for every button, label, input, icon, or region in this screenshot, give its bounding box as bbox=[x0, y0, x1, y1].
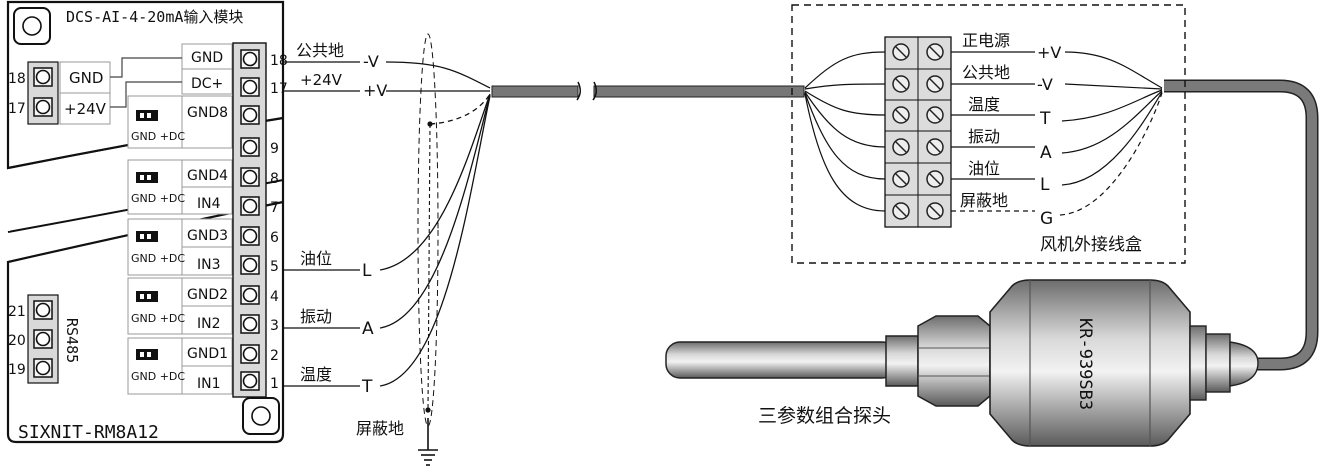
jbox-row-code: L bbox=[1040, 175, 1050, 195]
terminal-number: 8 bbox=[270, 171, 279, 187]
wire-name: 油位 bbox=[300, 249, 332, 268]
shield-node bbox=[425, 407, 431, 413]
terminal-number: 9 bbox=[270, 141, 279, 157]
jbox-row-code: T bbox=[1039, 109, 1051, 129]
jbox-row-name: 正电源 bbox=[962, 31, 1010, 50]
terminal-number: 17 bbox=[270, 81, 288, 97]
ground-symbol-icon bbox=[418, 418, 438, 466]
rs485-terminal-number: 19 bbox=[8, 362, 26, 378]
power-24v-label: +24V bbox=[64, 100, 107, 118]
channel-gnd-label: GND8 bbox=[187, 105, 228, 121]
terminal-number: 18 bbox=[270, 53, 288, 69]
probe-rod bbox=[665, 341, 897, 379]
jbox-row-name: 公共地 bbox=[962, 63, 1010, 82]
terminal-number: 3 bbox=[270, 318, 279, 334]
wire-code: A bbox=[362, 319, 374, 339]
power-terminal-block: 18 17 GND +24V bbox=[8, 61, 111, 125]
wire-code: L bbox=[362, 261, 372, 281]
wire-code: -V bbox=[363, 52, 379, 71]
jumper-label: GND +DC bbox=[131, 130, 185, 143]
junction-box: 正电源 +V 公共地 -V 温度 T 振动 A 油位 L 屏蔽地 G 风机外接线… bbox=[791, 4, 1186, 264]
jumper-label: GND +DC bbox=[131, 192, 185, 205]
power-gnd-label: GND bbox=[69, 69, 103, 87]
jumper-label: GND +DC bbox=[131, 312, 185, 325]
jbox-row-code: G bbox=[1040, 209, 1053, 229]
combination-probe: KR-939SB3 三参数组合探头 bbox=[665, 279, 1259, 447]
jumper-label: GND +DC bbox=[131, 370, 185, 383]
jbox-row-name: 温度 bbox=[968, 95, 1000, 114]
wire-code: T bbox=[361, 377, 373, 397]
probe-body bbox=[989, 279, 1191, 447]
jbox-row-code: +V bbox=[1037, 43, 1061, 62]
jbox-row-name: 振动 bbox=[968, 127, 1000, 146]
mid-gnd-label: GND bbox=[191, 50, 223, 66]
mid-dc-plus-label: DC+ bbox=[191, 76, 223, 92]
jbox-row-code: -V bbox=[1037, 75, 1053, 94]
terminal-number: 5 bbox=[270, 259, 279, 275]
rs485-terminal-block: 21 20 19 RS485 bbox=[8, 294, 81, 384]
wire-code: +V bbox=[363, 81, 387, 100]
terminal-number: 2 bbox=[270, 348, 279, 364]
probe-label: 三参数组合探头 bbox=[758, 405, 891, 427]
wire-name: +24V bbox=[300, 71, 343, 89]
field-wire-labels: 公共地 -V +24V +V 油位 L 振动 A 温度 T 屏蔽地 bbox=[296, 41, 404, 438]
module-label-column: GND DC+ bbox=[110, 43, 233, 108]
jumper-label: GND +DC bbox=[131, 252, 185, 265]
rs485-terminal-number: 20 bbox=[8, 333, 26, 349]
channel-group-8: GND +DC GND8 bbox=[127, 95, 233, 149]
channel-in-label: IN3 bbox=[197, 257, 221, 273]
jbox-row-name: 屏蔽地 bbox=[960, 191, 1008, 210]
channel-group-2: GND +DC GND2 IN2 bbox=[127, 277, 233, 335]
field-wires-left bbox=[283, 33, 491, 427]
module-title: DCS-AI-4-20mA输入模块 bbox=[66, 8, 243, 26]
probe-hex-nut bbox=[917, 315, 991, 407]
wire-name: 公共地 bbox=[296, 41, 344, 60]
channel-gnd-label: GND1 bbox=[187, 346, 228, 362]
channel-group-4: GND +DC GND4 IN4 bbox=[127, 159, 233, 215]
rs485-terminal-number: 21 bbox=[8, 304, 26, 320]
junction-box-title: 风机外接线盒 bbox=[1040, 235, 1142, 255]
power-terminal-number-17: 17 bbox=[8, 101, 26, 117]
power-terminal-number-18: 18 bbox=[8, 71, 26, 87]
probe-model: KR-939SB3 bbox=[1075, 318, 1095, 410]
terminal-number: 6 bbox=[270, 230, 279, 246]
terminal-number: 4 bbox=[270, 289, 279, 305]
channel-in-label: IN2 bbox=[197, 316, 221, 332]
channel-gnd-label: GND4 bbox=[187, 168, 228, 184]
jbox-row-code: A bbox=[1040, 143, 1052, 163]
channel-gnd-label: GND2 bbox=[187, 287, 228, 303]
channel-group-1: GND +DC GND1 IN1 bbox=[127, 337, 233, 395]
main-cable bbox=[491, 79, 1319, 371]
terminal-number: 1 bbox=[270, 376, 279, 392]
terminal-number: 7 bbox=[270, 200, 279, 216]
wire-name: 温度 bbox=[300, 365, 332, 384]
module-model: SIXNIT-RM8A12 bbox=[18, 422, 159, 443]
channel-group-3: GND +DC GND3 IN3 bbox=[127, 218, 233, 276]
jbox-row-name: 油位 bbox=[968, 159, 1000, 178]
rs485-label: RS485 bbox=[63, 318, 81, 363]
shield-ground-label: 屏蔽地 bbox=[356, 419, 404, 438]
channel-in-label: IN4 bbox=[197, 196, 221, 212]
channel-in-label: IN1 bbox=[197, 376, 221, 392]
main-terminal-strip: 18 17 9 8 7 6 5 4 3 2 1 bbox=[232, 42, 288, 398]
shield-node bbox=[427, 121, 433, 127]
channel-gnd-label: GND3 bbox=[187, 228, 228, 244]
wire-name: 振动 bbox=[300, 307, 332, 326]
